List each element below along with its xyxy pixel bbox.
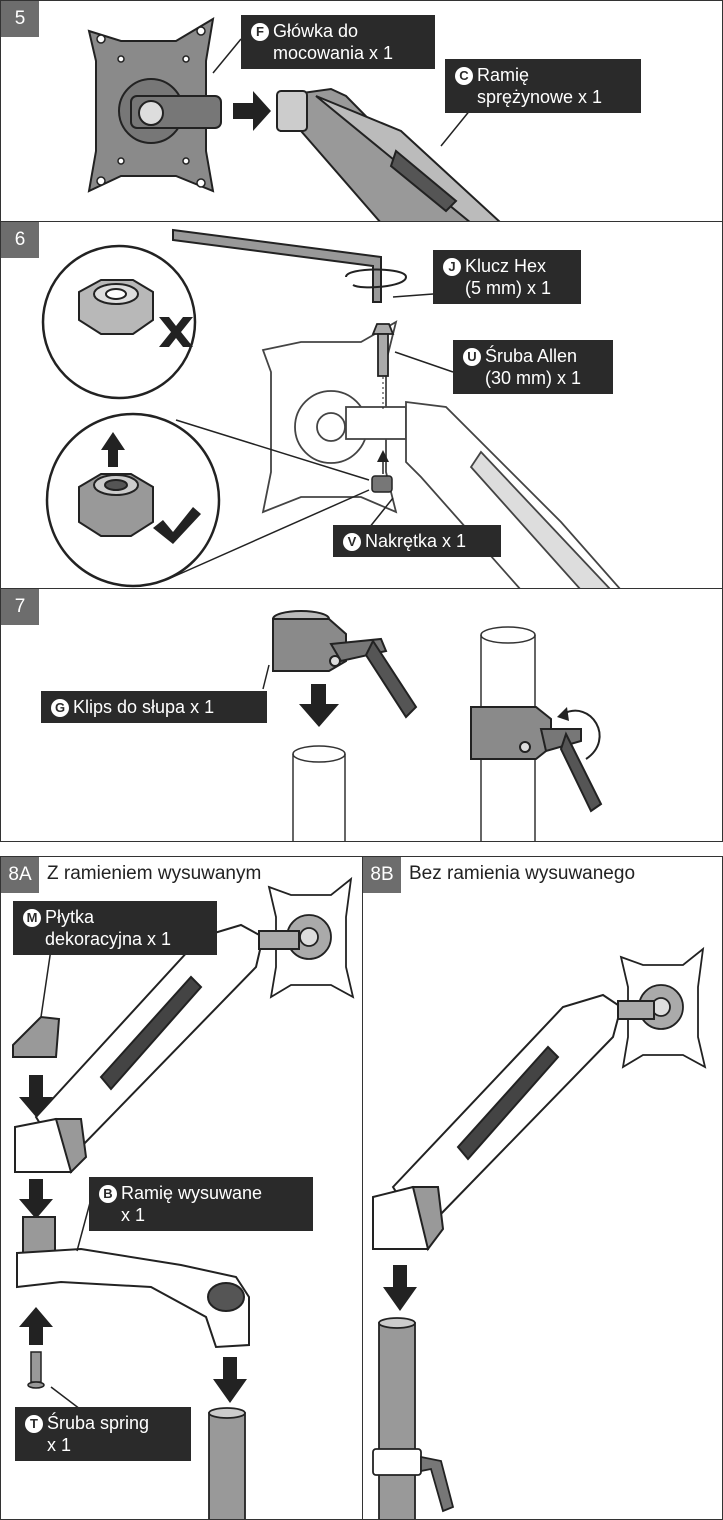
allen-bolt-drawing bbox=[371, 323, 395, 377]
rotate-arrow-icon bbox=[562, 709, 601, 760]
vesa-holes bbox=[96, 26, 206, 188]
arrow-down-icon bbox=[383, 1265, 417, 1311]
pole-drawing bbox=[208, 1407, 246, 1519]
extension-arm-drawing bbox=[16, 1216, 250, 1349]
step-8a-panel: 8A Z ramieniem wysuwanym bbox=[0, 856, 363, 1520]
step-8a-title: Z ramieniem wysuwanym bbox=[47, 863, 262, 884]
pole-clip-drawing bbox=[372, 1448, 455, 1513]
arm-outline-drawing bbox=[261, 320, 621, 588]
arrow-right-icon bbox=[233, 91, 271, 131]
decorative-cap-drawing bbox=[12, 1015, 61, 1058]
arm-base-drawing bbox=[14, 1117, 88, 1174]
label-v-line1: Nakrętka x 1 bbox=[365, 531, 467, 551]
step-6-panel: 6 bbox=[0, 221, 723, 589]
step-7-illustration bbox=[262, 610, 603, 841]
step-8b-panel: 8B Bez ramienia wysuwanego bbox=[362, 856, 723, 1520]
arrow-down-icon bbox=[19, 1179, 53, 1219]
pole-drawing bbox=[292, 745, 346, 841]
label-f-line2: mocowania x 1 bbox=[273, 43, 394, 63]
step-8a-illustration bbox=[12, 876, 355, 1519]
arrow-down-icon bbox=[213, 1357, 247, 1403]
nut-drawing bbox=[371, 475, 393, 493]
step-8b-illustration bbox=[372, 946, 707, 1519]
letter-g-icon: G bbox=[51, 699, 69, 717]
checkmark-icon bbox=[153, 507, 201, 544]
letter-v-icon: V bbox=[343, 533, 361, 551]
vesa-plate-drawing bbox=[267, 876, 355, 999]
arrow-down-icon bbox=[299, 684, 339, 727]
letter-m-icon: M bbox=[23, 909, 41, 927]
letter-j-icon: J bbox=[443, 258, 461, 276]
step-5-illustration bbox=[87, 17, 501, 221]
hex-key-drawing bbox=[172, 228, 382, 303]
pole-clip-drawing bbox=[272, 610, 418, 719]
label-u-line2: (30 mm) x 1 bbox=[485, 368, 582, 388]
step-8b-title: Bez ramienia wysuwanego bbox=[409, 863, 636, 884]
step-badge: 8A bbox=[1, 857, 39, 893]
rotate-arrow-icon bbox=[345, 268, 408, 289]
step-badge: 6 bbox=[1, 222, 39, 258]
arm-base-drawing bbox=[372, 1185, 445, 1252]
label-f-line1: Główka do bbox=[273, 21, 359, 41]
label-b-line2: x 1 bbox=[121, 1205, 146, 1225]
cross-icon bbox=[159, 317, 193, 347]
pole-drawing bbox=[378, 1317, 416, 1519]
arrow-up-icon bbox=[377, 450, 389, 462]
label-t-line1: Śruba spring bbox=[47, 1413, 150, 1433]
step-badge: 7 bbox=[1, 589, 39, 625]
vesa-plate-drawing bbox=[87, 17, 222, 193]
letter-f-icon: F bbox=[251, 23, 269, 41]
label-c-line2: sprężynowe x 1 bbox=[477, 87, 603, 107]
label-b-line1: Ramię wysuwane bbox=[121, 1183, 263, 1203]
label-j-line2: (5 mm) x 1 bbox=[465, 278, 552, 298]
label-t-line2: x 1 bbox=[47, 1435, 72, 1455]
arrow-up-icon bbox=[101, 432, 125, 467]
label-m-line2: dekoracyjna x 1 bbox=[45, 929, 172, 949]
letter-c-icon: C bbox=[455, 67, 473, 85]
step-badge: 5 bbox=[1, 1, 39, 37]
arrow-down-icon bbox=[19, 1075, 53, 1117]
label-u-line1: Śruba Allen bbox=[485, 346, 578, 366]
label-c-line1: Ramię bbox=[477, 65, 530, 85]
arrow-up-icon bbox=[19, 1307, 53, 1345]
letter-u-icon: U bbox=[463, 348, 481, 366]
step-badge: 8B bbox=[363, 857, 401, 893]
spring-arm-drawing bbox=[276, 87, 501, 221]
nut-correct-drawing bbox=[78, 473, 154, 537]
label-m-line1: Płytka bbox=[45, 907, 95, 927]
spring-screw-drawing bbox=[27, 1351, 45, 1389]
letter-b-icon: B bbox=[99, 1185, 117, 1203]
nut-wrong-drawing bbox=[78, 279, 154, 335]
letter-t-icon: T bbox=[25, 1415, 43, 1433]
label-g-line1: Klips do słupa x 1 bbox=[73, 697, 215, 717]
label-j-line1: Klucz Hex bbox=[465, 256, 547, 276]
step-6-illustration bbox=[41, 228, 621, 588]
